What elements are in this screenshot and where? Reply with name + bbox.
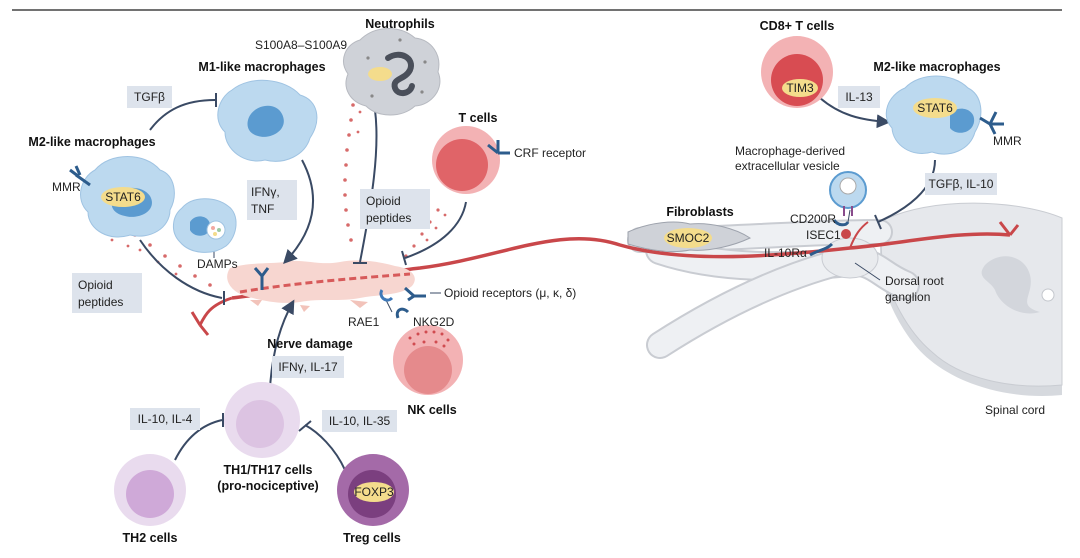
crf-receptor-label: CRF receptor [514, 146, 586, 160]
opioid-left-line2: peptides [78, 295, 123, 309]
th2-cells-title: TH2 cells [123, 531, 178, 545]
nk-cells-title: NK cells [407, 403, 456, 417]
spinal-cord [879, 202, 1063, 396]
foxp3-text: FOXP3 [354, 485, 394, 499]
opioid-mid-line1: Opioid [366, 194, 401, 208]
opioid-receptors-label: Opioid receptors (μ, κ, δ) [444, 286, 576, 300]
tcell-inhibit [404, 201, 467, 259]
ifng-il17-box [272, 356, 344, 378]
m2-macrophage-left-cell [69, 156, 175, 238]
treg-cell [337, 454, 409, 526]
th2-cell [114, 454, 186, 526]
cd8-t-cell [761, 36, 833, 108]
il10-il35-box [322, 410, 397, 432]
ifng-tnf-line2: TNF [251, 202, 274, 216]
ifng-tnf-box [247, 180, 297, 220]
cd8-t-cells-title: CD8+ T cells [760, 19, 835, 33]
treg-cells-title: Treg cells [343, 531, 401, 545]
drg-label-line1: Dorsal root [885, 274, 944, 288]
neutrophils-title: Neutrophils [365, 17, 434, 31]
spinal-cord-label: Spinal cord [985, 403, 1045, 417]
ifng-il17-text: IFNγ, IL-17 [278, 360, 338, 374]
m1-macrophages-title: M1-like macrophages [198, 60, 325, 74]
tissue-receptors [253, 267, 426, 302]
nerve-damage-title: Nerve damage [267, 337, 353, 351]
opioid-left-line1: Opioid [78, 278, 113, 292]
il13-box [838, 86, 880, 108]
m1-macrophage-cell [217, 79, 318, 162]
m2-macrophages-right-title: M2-like macrophages [873, 60, 1000, 74]
s100a8-label: S100A8–S100A9 [255, 38, 347, 52]
neutrophil-cell [343, 28, 441, 116]
drg-label-line2: ganglion [885, 290, 930, 304]
protein-tags: STAT6 STAT6 TIM3 SMOC2 FOXP3 [105, 81, 953, 499]
annotation-labels: S100A8–S100A9 MMR DAMPs CRF receptor Opi… [52, 38, 1045, 417]
ifng-tnf-line1: IFNγ, [251, 185, 280, 199]
smoc2-tag [664, 228, 712, 248]
stat6-left-text: STAT6 [105, 190, 141, 204]
damps-macrophage-cell [173, 198, 237, 253]
vesicle-label-line1: Macrophage-derived [735, 144, 845, 158]
isec1-label: ISEC1 [806, 228, 841, 242]
tgfb-il10-text: TGFβ, IL-10 [929, 177, 994, 191]
cell-titles: Neutrophils M1-like macrophages M2-like … [28, 17, 1000, 545]
m2-to-tissue-inhibit [139, 239, 223, 299]
m2-to-m1-inhibit [149, 99, 216, 131]
nk-cell [393, 307, 463, 395]
mmr-left-label: MMR [52, 180, 81, 194]
fibroblast-cell [627, 221, 752, 253]
vesicle-label-line2: extracellular vesicle [735, 159, 840, 173]
m2-macrophage-right-cell [885, 75, 1004, 155]
th1-th17-cell [224, 382, 300, 458]
fibroblasts-title: Fibroblasts [666, 205, 733, 219]
il10-il35-text: IL-10, IL-35 [329, 414, 391, 428]
opioid-peptides-mid-box [360, 189, 430, 229]
extracellular-vesicle [809, 171, 867, 257]
th1-th17-title: TH1/TH17 cells [224, 463, 313, 477]
opioid-peptides-left-box [72, 273, 142, 313]
smoc2-text: SMOC2 [667, 231, 710, 245]
opioid-mid-line2: peptides [366, 211, 411, 225]
tgfb-box [127, 86, 172, 108]
stat6-right-tag [913, 98, 957, 118]
m1-to-tissue-arrow [283, 159, 314, 265]
stat6-left-tag [101, 187, 145, 207]
il10-il4-box [130, 408, 200, 430]
stat6-right-text: STAT6 [917, 101, 953, 115]
rae1-label: RAE1 [348, 315, 380, 329]
nkg2d-label: NKG2D [413, 315, 455, 329]
neutrophil-inhibit [359, 109, 378, 263]
damps-label: DAMPs [197, 257, 238, 271]
th1-th17-subtitle: (pro-nociceptive) [217, 479, 318, 493]
tim3-tag [782, 79, 818, 97]
t-cells-title: T cells [459, 111, 498, 125]
il13-text: IL-13 [845, 90, 873, 104]
tim3-text: TIM3 [786, 81, 814, 95]
cd200r-label: CD200R [790, 212, 836, 226]
mmr-right-label: MMR [993, 134, 1022, 148]
signal-boxes: TGFβ IFNγ, TNF Opioid peptides Opioid pe… [72, 86, 997, 432]
m2-macrophages-left-title: M2-like macrophages [28, 135, 155, 149]
foxp3-tag [354, 482, 394, 502]
th1-to-tissue-arrow [269, 299, 295, 389]
il10ra-label: IL-10Rα [764, 246, 807, 260]
il10-il4-text: IL-10, IL-4 [138, 412, 193, 426]
tgfb-il10-box [925, 173, 997, 195]
t-cell [432, 126, 510, 194]
tgfb-box-text: TGFβ [134, 90, 165, 104]
damaged-tissue [227, 260, 415, 312]
